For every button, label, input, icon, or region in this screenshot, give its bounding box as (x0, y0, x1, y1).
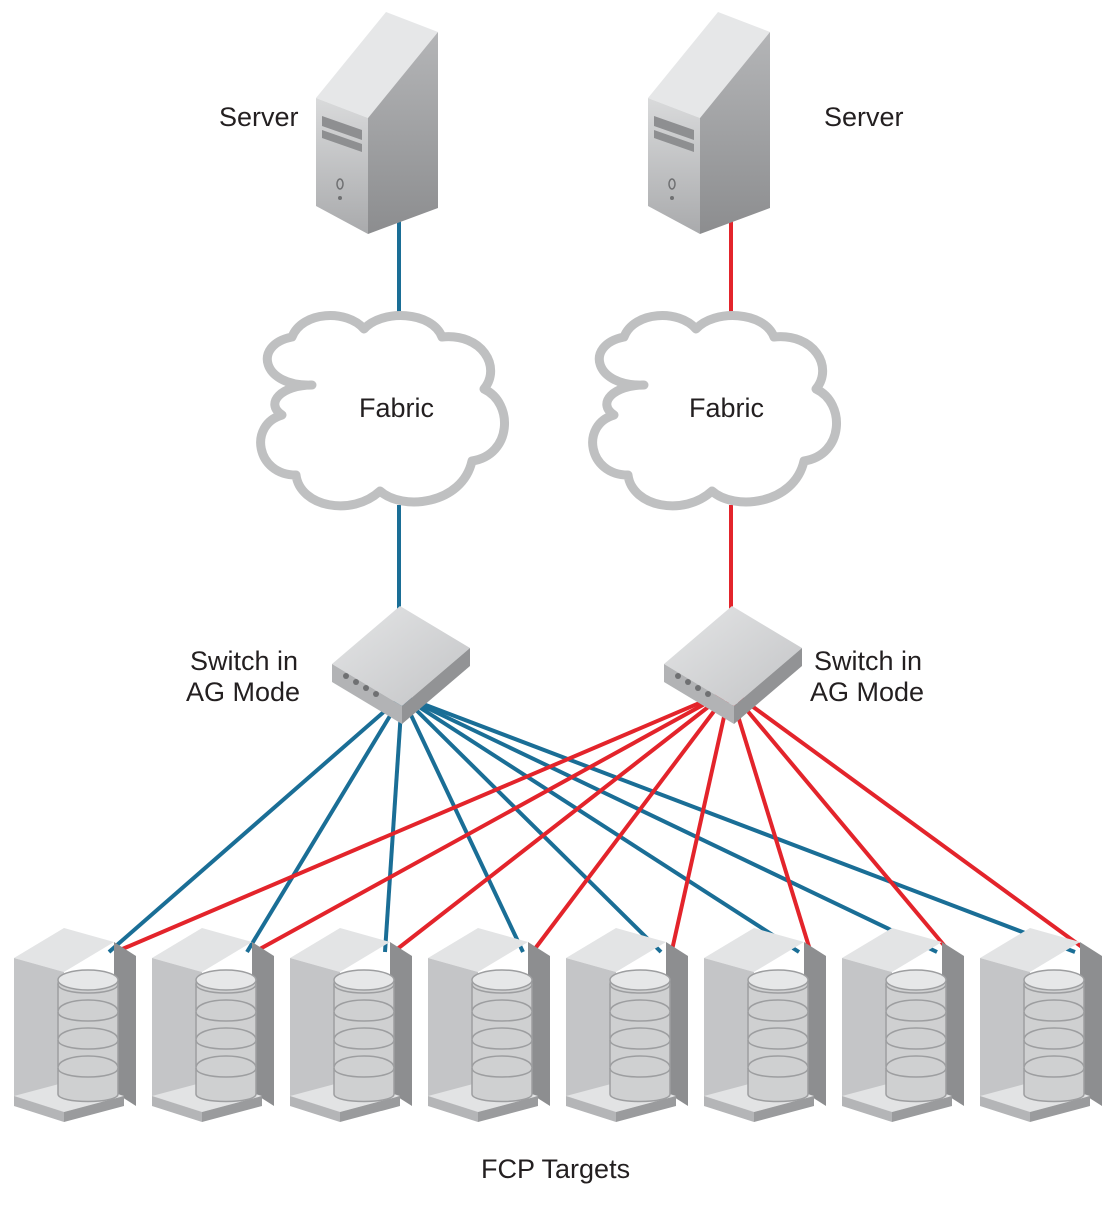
fcp-target-2 (152, 928, 274, 1122)
fabric-cloud-right (588, 311, 841, 511)
ag-switch-icon (332, 606, 470, 724)
left-switch-link-4 (400, 695, 525, 953)
fcp-target-4 (428, 928, 550, 1122)
fabric-left-label: Fabric (359, 393, 434, 423)
storage-disk-array-icon (428, 928, 550, 1122)
tower-server-icon (654, 116, 694, 200)
storage-disk-array-icon (980, 928, 1102, 1122)
server-side-face (368, 32, 438, 234)
server-top-face (316, 12, 438, 118)
right-switch-link-7 (728, 688, 950, 952)
right-switch-link-1 (119, 688, 731, 952)
fcp-targets-group (14, 928, 1102, 1122)
right-switch-link-6 (728, 689, 812, 951)
cloud-icon (256, 311, 509, 511)
switch-left-label-line2: AG Mode (186, 677, 300, 707)
fcp-target-7 (842, 928, 964, 1122)
fcp-target-1 (14, 928, 136, 1122)
left-switch-link-7 (401, 694, 938, 954)
right-switch-link-8 (728, 688, 1088, 952)
storage-disk-array-icon (14, 928, 136, 1122)
fabric-cloud-left (256, 311, 509, 511)
right-switch-link-2 (257, 688, 731, 952)
switch-left (332, 606, 470, 724)
storage-disk-array-icon (842, 928, 964, 1122)
switch-right (664, 606, 802, 724)
links-layer (107, 207, 1088, 954)
left-switch-link-2 (245, 694, 404, 954)
fcp-targets-label: FCP Targets (481, 1154, 630, 1184)
storage-disk-array-icon (152, 928, 274, 1122)
fcp-target-8 (980, 928, 1102, 1122)
fabric-right-label: Fabric (689, 393, 764, 423)
switch-right-label-line1: Switch in (814, 646, 922, 676)
fcp-target-5 (566, 928, 688, 1122)
fcp-target-3 (290, 928, 412, 1122)
switch-left-label-line1: Switch in (190, 646, 298, 676)
fcp-target-6 (704, 928, 826, 1122)
left-switch-link-8 (401, 694, 1076, 954)
left-switch-link-3 (383, 695, 404, 953)
server-left (316, 12, 438, 234)
left-switch-link-6 (400, 694, 801, 954)
server-left-label: Server (219, 102, 299, 132)
server-right-label: Server (824, 102, 904, 132)
cloud-icon (588, 311, 841, 511)
ag-switch-icon (664, 606, 802, 724)
storage-disk-array-icon (290, 928, 412, 1122)
tower-server-icon (322, 116, 362, 200)
right-switch-link-3 (394, 688, 732, 952)
storage-disk-array-icon (704, 928, 826, 1122)
storage-disk-array-icon (566, 928, 688, 1122)
left-switch-link-1 (107, 694, 404, 954)
right-switch-link-5 (670, 689, 732, 951)
left-switch-link-5 (400, 694, 663, 954)
server-right (648, 12, 770, 234)
switch-right-label-line2: AG Mode (810, 677, 924, 707)
switch-to-target-links (107, 688, 1088, 954)
right-switch-link-4 (532, 688, 732, 952)
